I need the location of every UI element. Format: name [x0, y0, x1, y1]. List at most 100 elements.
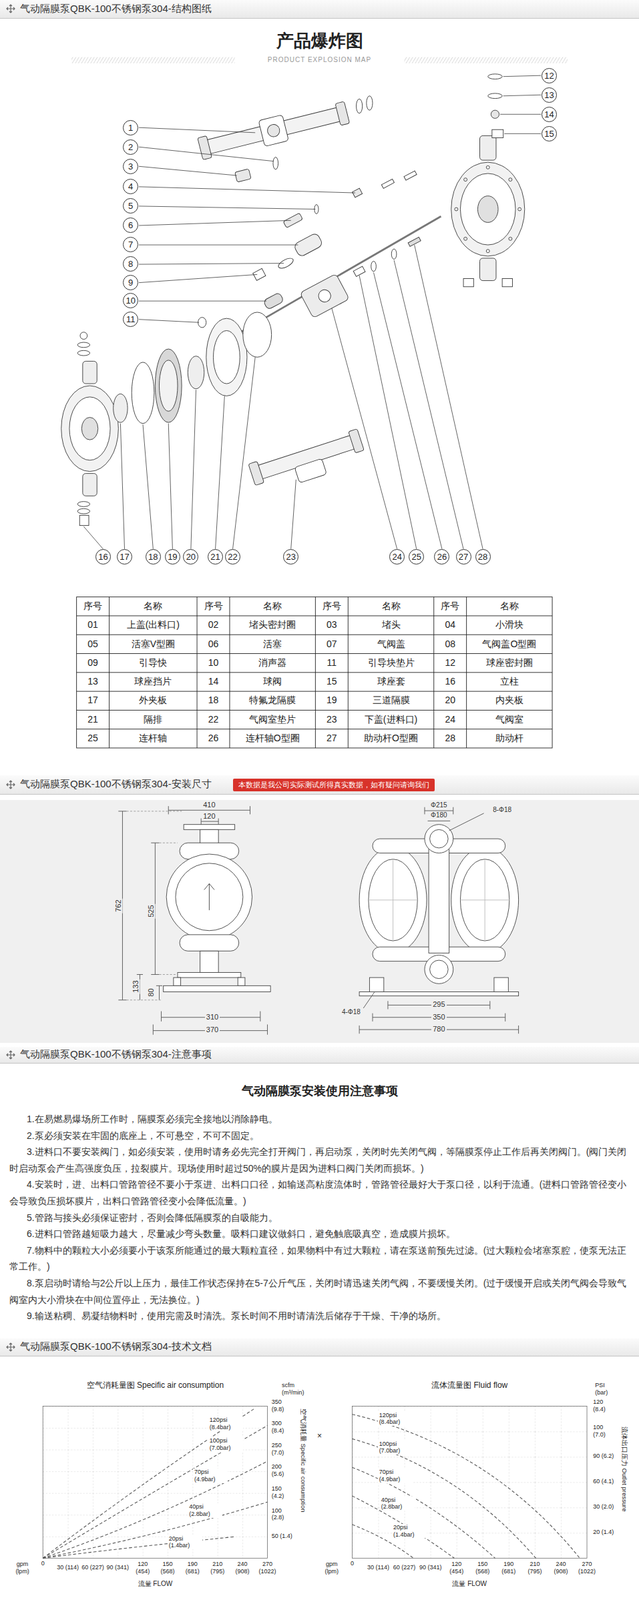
curve-label: 70psi (4.9bar)	[192, 1469, 228, 1485]
table-cell: 气阀盖	[377, 639, 406, 651]
art-shape	[353, 266, 366, 277]
note-paragraph: 3.进料口不要安装阀门，如必须安装，使用时请务必先完全打开阀门，再启动泵，关闭时…	[9, 1144, 627, 1178]
axis-tick: 150 (568)	[470, 1561, 495, 1577]
dimension-label: 350	[431, 1013, 447, 1023]
note-paragraph: 6.进料口管路越短吸力越大，尽量减少弯头数量。吸料口建议做斜口，避免触底吸真空，…	[9, 1226, 627, 1244]
art-shape	[83, 245, 483, 550]
art-shape	[500, 75, 541, 134]
table-cell: 活塞	[263, 639, 282, 651]
art-shape	[82, 361, 97, 384]
art-shape	[490, 110, 499, 119]
callout-circle: 4	[122, 178, 139, 195]
table-cell: 活塞V型圈	[131, 639, 175, 651]
dimension-label: 80	[146, 987, 156, 999]
axis-title: 空气消耗量 Specific air consumption	[299, 1409, 307, 1514]
axis-tick: 190 (681)	[496, 1561, 521, 1577]
art-shape	[351, 1415, 580, 1560]
table-cell: 小滑块	[495, 619, 524, 631]
notice-badge: 本数据是我公司实际测试所得真实数据，如有疑问请询我们	[233, 779, 435, 792]
notes-title: 气动隔膜泵安装使用注意事项	[241, 1085, 398, 1100]
table-cell: 12	[444, 657, 456, 670]
leader-lines	[83, 75, 541, 550]
node-text: 气动隔膜泵QBK-100不锈钢泵304-技术文档	[20, 1341, 212, 1355]
art-shape	[351, 1406, 587, 1560]
art-shape	[363, 992, 375, 1009]
axis-tick: 250 (7.0)	[271, 1442, 295, 1458]
table-cell: 名称	[381, 600, 401, 613]
callout-circle: 16	[95, 549, 111, 565]
table-cell: 堵头	[381, 619, 401, 631]
table-cell: 14	[208, 676, 220, 688]
callout-circle: 25	[408, 549, 424, 565]
axis-tick: 120 (454)	[130, 1561, 155, 1577]
node-text: 14	[544, 109, 554, 120]
axis-tick: 240 (908)	[548, 1561, 573, 1577]
axis-tick: 30 (2.0)	[592, 1504, 615, 1512]
art-shape	[77, 350, 90, 356]
art-shape	[158, 360, 178, 412]
chart-title: 流体流量图 Fluid flow	[431, 1381, 508, 1391]
art-shape	[131, 362, 155, 424]
art-shape	[243, 312, 272, 358]
art-shape	[464, 237, 468, 241]
axis-tick: 270 (1022)	[255, 1561, 280, 1577]
table-cell: 外夹板	[138, 695, 167, 707]
section-header-band: 气动隔膜泵QBK-100不锈钢泵304-注意事项	[0, 1047, 639, 1065]
art-shape	[126, 811, 183, 1001]
art-shape	[81, 417, 98, 441]
art-shape	[80, 332, 88, 340]
node-text: 6	[128, 220, 133, 231]
callout-circle: 8	[122, 256, 139, 272]
table-cell: 序号	[322, 600, 342, 613]
art-shape	[166, 854, 252, 941]
table-cell: 堵头密封圈	[249, 619, 296, 631]
table-cell: 27	[326, 733, 338, 745]
node-text: 25	[411, 552, 421, 563]
node-text: 气动隔膜泵QBK-100不锈钢泵304-安装尺寸	[20, 778, 212, 792]
table-cell: 09	[87, 657, 99, 670]
table-cell: 03	[326, 619, 338, 631]
dimension-label: 410	[201, 801, 217, 810]
art-shape	[424, 825, 454, 855]
dimension-label: 780	[431, 1025, 447, 1035]
art-shape	[359, 992, 519, 997]
dimension-label: 4-Φ18	[340, 1008, 362, 1017]
table-cell: 23	[326, 714, 338, 726]
callout-circle: 20	[182, 549, 199, 565]
art-shape	[161, 1012, 261, 1023]
art-shape	[61, 385, 119, 472]
node-text: 15	[544, 128, 554, 139]
axis-unit: gpm (lpm)	[12, 1561, 33, 1577]
art-shape	[299, 273, 350, 319]
art-shape	[488, 93, 503, 99]
node-text: 22	[227, 552, 238, 563]
table-cell: 球座挡片	[134, 676, 172, 688]
callout-circle: 24	[389, 549, 405, 565]
callout-circle: 22	[225, 549, 241, 565]
art-shape	[71, 57, 236, 64]
callout-circle: 2	[122, 139, 139, 155]
chart-title: 空气消耗量图 Specific air consumption	[86, 1381, 224, 1391]
fluid-flow-chart	[351, 1406, 587, 1560]
node-text: 本数据是我公司实际测试所得真实数据，如有疑问请询我们	[238, 781, 430, 790]
art-shape	[0, 800, 639, 1044]
dimension-label: 762	[114, 898, 123, 914]
header-icon-path	[6, 4, 15, 13]
node-text: 21	[210, 552, 220, 563]
table-cell: 球座套	[377, 676, 406, 688]
art-shape	[351, 1497, 455, 1560]
table-cell: 上盖(出料口)	[126, 619, 180, 631]
node-text: 4	[128, 181, 133, 192]
section-header-band: 气动隔膜泵QBK-100不锈钢泵304-结构图纸	[0, 0, 639, 19]
art-shape	[42, 1408, 268, 1560]
note-paragraph: 9.输送粘稠、易凝结物料时，使用完需及时清洗。泵长时间不用时请清洗后储存于干燥、…	[9, 1308, 627, 1326]
node-text: 1	[128, 122, 133, 133]
art-shape	[198, 317, 207, 328]
art-shape	[197, 135, 212, 160]
subtitle: PRODUCT EXPLOSION MAP	[267, 56, 372, 65]
art-shape	[381, 178, 394, 189]
table-cell: 21	[87, 714, 99, 726]
table-cell: 助动杆O型圈	[363, 733, 418, 745]
mark: ×	[317, 1432, 322, 1442]
